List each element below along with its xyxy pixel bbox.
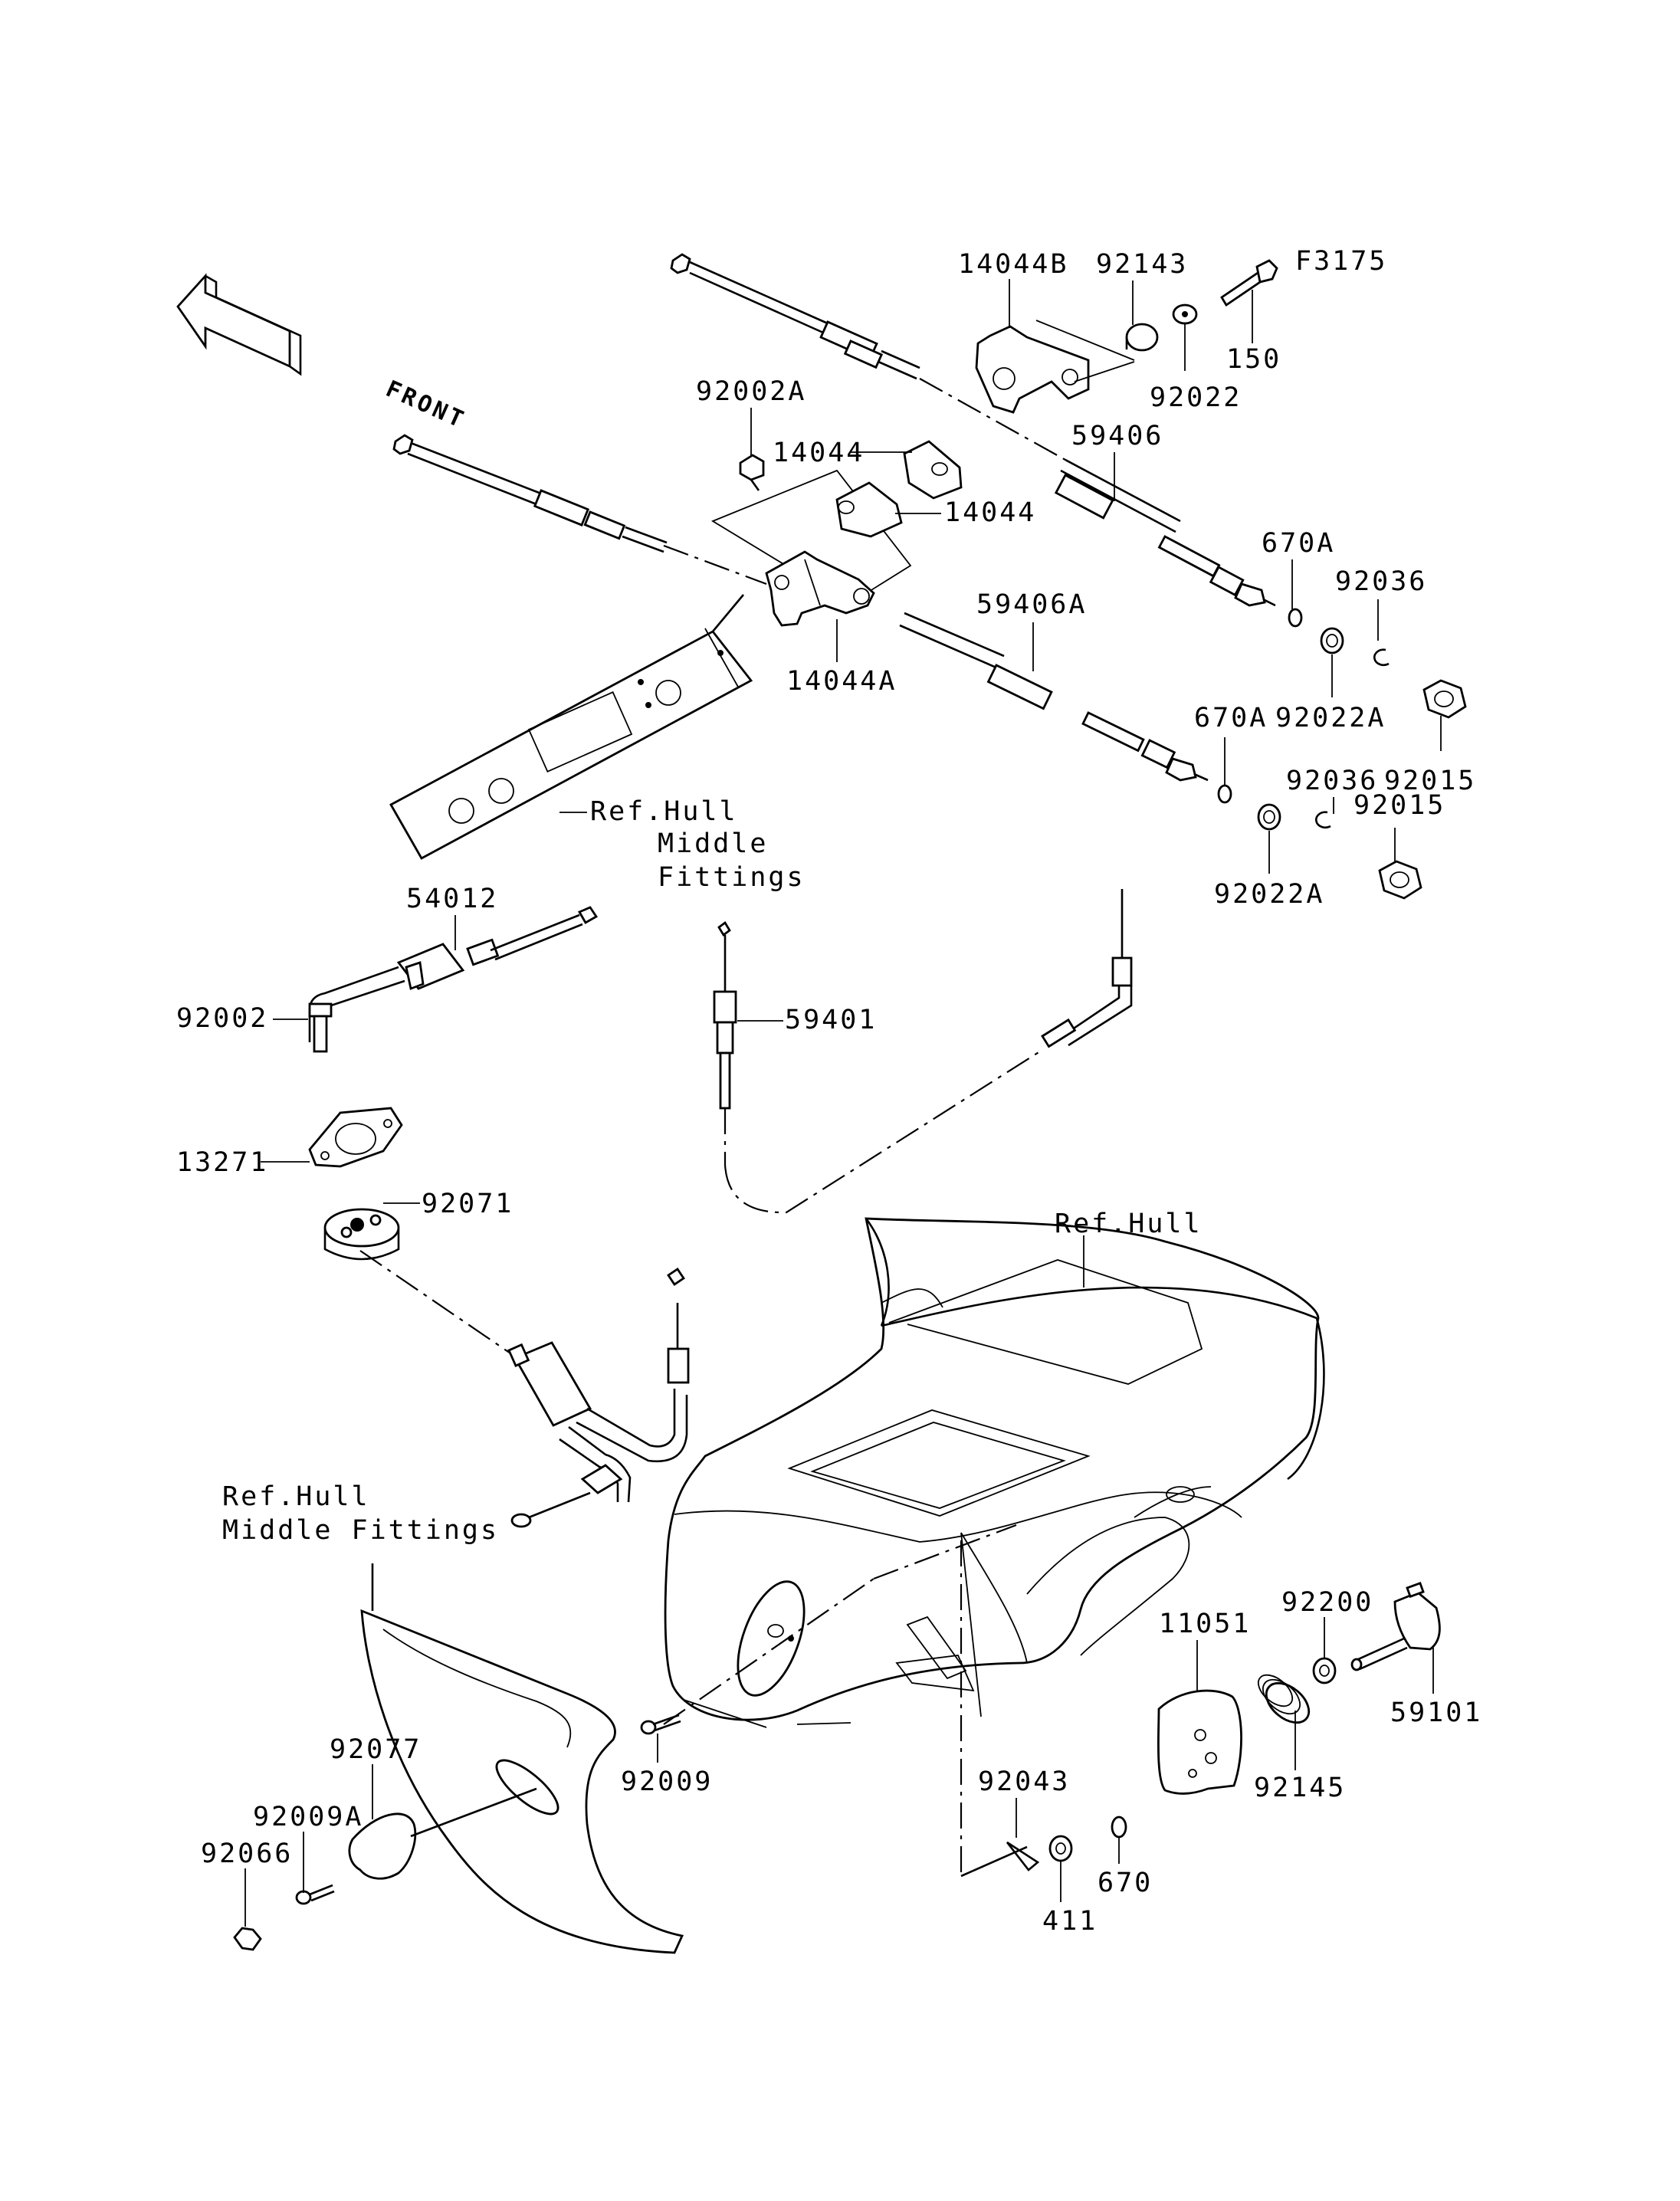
clip-92036-2 bbox=[1314, 811, 1331, 828]
label-92145: 92145 bbox=[1254, 1773, 1346, 1803]
label-92015-1: 92015 bbox=[1384, 766, 1476, 796]
cable-59406A bbox=[392, 434, 1209, 782]
label-92015-2: 92015 bbox=[1354, 790, 1445, 821]
label-59406: 59406 bbox=[1071, 421, 1163, 451]
label-13271: 13271 bbox=[176, 1147, 268, 1178]
hull-body bbox=[664, 1217, 1320, 1728]
hull-deck bbox=[865, 1218, 1325, 1481]
clamp-14044-top bbox=[903, 440, 963, 500]
lower-cable-assembly bbox=[507, 1268, 690, 1528]
spacer-92143 bbox=[1125, 323, 1159, 352]
bolt-92002A bbox=[739, 454, 765, 491]
label-92022: 92022 bbox=[1150, 382, 1242, 413]
label-92022A-2: 92022A bbox=[1214, 879, 1324, 910]
cable-54012 bbox=[308, 906, 598, 1042]
label-92066: 92066 bbox=[201, 1839, 293, 1869]
lever-59101 bbox=[1350, 1582, 1441, 1671]
reference-labels: Ref.Hull Middle Fittings Ref.Hull Ref.Hu… bbox=[222, 796, 1203, 1546]
label-150: 150 bbox=[1226, 344, 1281, 375]
grommet-92071 bbox=[323, 1208, 400, 1261]
part-labels: 14044B 92143 150 92022 92002A 14044 1404… bbox=[176, 249, 1482, 1937]
label-11051: 11051 bbox=[1159, 1609, 1251, 1639]
plate-13271 bbox=[308, 1107, 403, 1168]
clip-92036-1 bbox=[1373, 648, 1390, 666]
label-14044B: 14044B bbox=[958, 249, 1068, 280]
label-92077: 92077 bbox=[330, 1734, 422, 1765]
o-ring-670A-2 bbox=[1217, 784, 1232, 804]
middle-fittings-panel bbox=[389, 594, 753, 860]
bracket-14044B bbox=[975, 320, 1135, 414]
nut-92015-1 bbox=[1422, 679, 1467, 719]
bolt-150 bbox=[1220, 259, 1278, 307]
svg-text:FRONT: FRONT bbox=[382, 376, 470, 435]
label-92022A-1: 92022A bbox=[1275, 703, 1386, 733]
label-670A-2: 670A bbox=[1194, 703, 1268, 733]
plate-11051 bbox=[1157, 1689, 1242, 1795]
label-92143: 92143 bbox=[1096, 249, 1188, 280]
washer-92200 bbox=[1312, 1657, 1337, 1684]
label-14044-low: 14044 bbox=[944, 497, 1036, 528]
label-92036-2: 92036 bbox=[1286, 766, 1378, 796]
ref-hull: Ref.Hull bbox=[1055, 1209, 1203, 1239]
clamp-14044-low bbox=[835, 481, 903, 538]
label-92009: 92009 bbox=[621, 1766, 713, 1797]
label-92009A: 92009A bbox=[253, 1802, 363, 1832]
bolt-92009A bbox=[295, 1884, 335, 1905]
label-59101: 59101 bbox=[1390, 1697, 1482, 1728]
leader-lines bbox=[244, 279, 1442, 1927]
ref-hull-middle-line2: Middle bbox=[658, 828, 768, 859]
ref-hull-middle-b-line2: Middle Fittings bbox=[222, 1515, 499, 1546]
o-ring-670 bbox=[1111, 1816, 1127, 1839]
cable-59401 bbox=[713, 889, 1133, 1214]
cable-59406 bbox=[670, 253, 1276, 607]
bolt-92009 bbox=[640, 1714, 681, 1735]
nut-92015-2 bbox=[1378, 860, 1422, 900]
spring-92145 bbox=[1257, 1674, 1311, 1724]
label-59406A: 59406A bbox=[976, 589, 1087, 620]
front-arrow-icon: FRONT bbox=[176, 273, 470, 435]
label-59401: 59401 bbox=[785, 1005, 877, 1035]
bolt-92002 bbox=[308, 1002, 333, 1053]
ref-hull-middle-b-line1: Ref.Hull bbox=[222, 1481, 370, 1512]
label-670A-1: 670A bbox=[1262, 528, 1335, 559]
washer-92022A-1 bbox=[1320, 627, 1344, 654]
washer-92022 bbox=[1172, 303, 1198, 325]
label-670: 670 bbox=[1098, 1868, 1153, 1898]
label-14044A: 14044A bbox=[786, 666, 897, 697]
label-92036-1: 92036 bbox=[1335, 566, 1427, 597]
nut-92066 bbox=[233, 1927, 262, 1951]
label-92002A: 92002A bbox=[696, 376, 806, 407]
label-92071: 92071 bbox=[422, 1189, 514, 1219]
label-411: 411 bbox=[1042, 1906, 1098, 1937]
side-panel bbox=[360, 1563, 684, 1954]
ref-hull-middle-line1: Ref.Hull bbox=[590, 796, 738, 827]
washer-411 bbox=[1048, 1835, 1073, 1862]
o-ring-670A-1 bbox=[1288, 608, 1303, 628]
label-92043: 92043 bbox=[978, 1766, 1070, 1797]
washer-92022A-2 bbox=[1257, 803, 1281, 831]
figure-code: F3175 bbox=[1295, 246, 1387, 277]
bracket-14044A bbox=[765, 550, 875, 627]
cap-92077 bbox=[348, 1787, 537, 1880]
label-54012: 54012 bbox=[406, 884, 498, 914]
label-92200: 92200 bbox=[1281, 1587, 1373, 1618]
cotter-pin-92043 bbox=[1006, 1841, 1040, 1871]
label-92002: 92002 bbox=[176, 1003, 268, 1034]
ref-hull-middle-line3: Fittings bbox=[658, 862, 806, 893]
label-14044-top: 14044 bbox=[773, 438, 865, 468]
